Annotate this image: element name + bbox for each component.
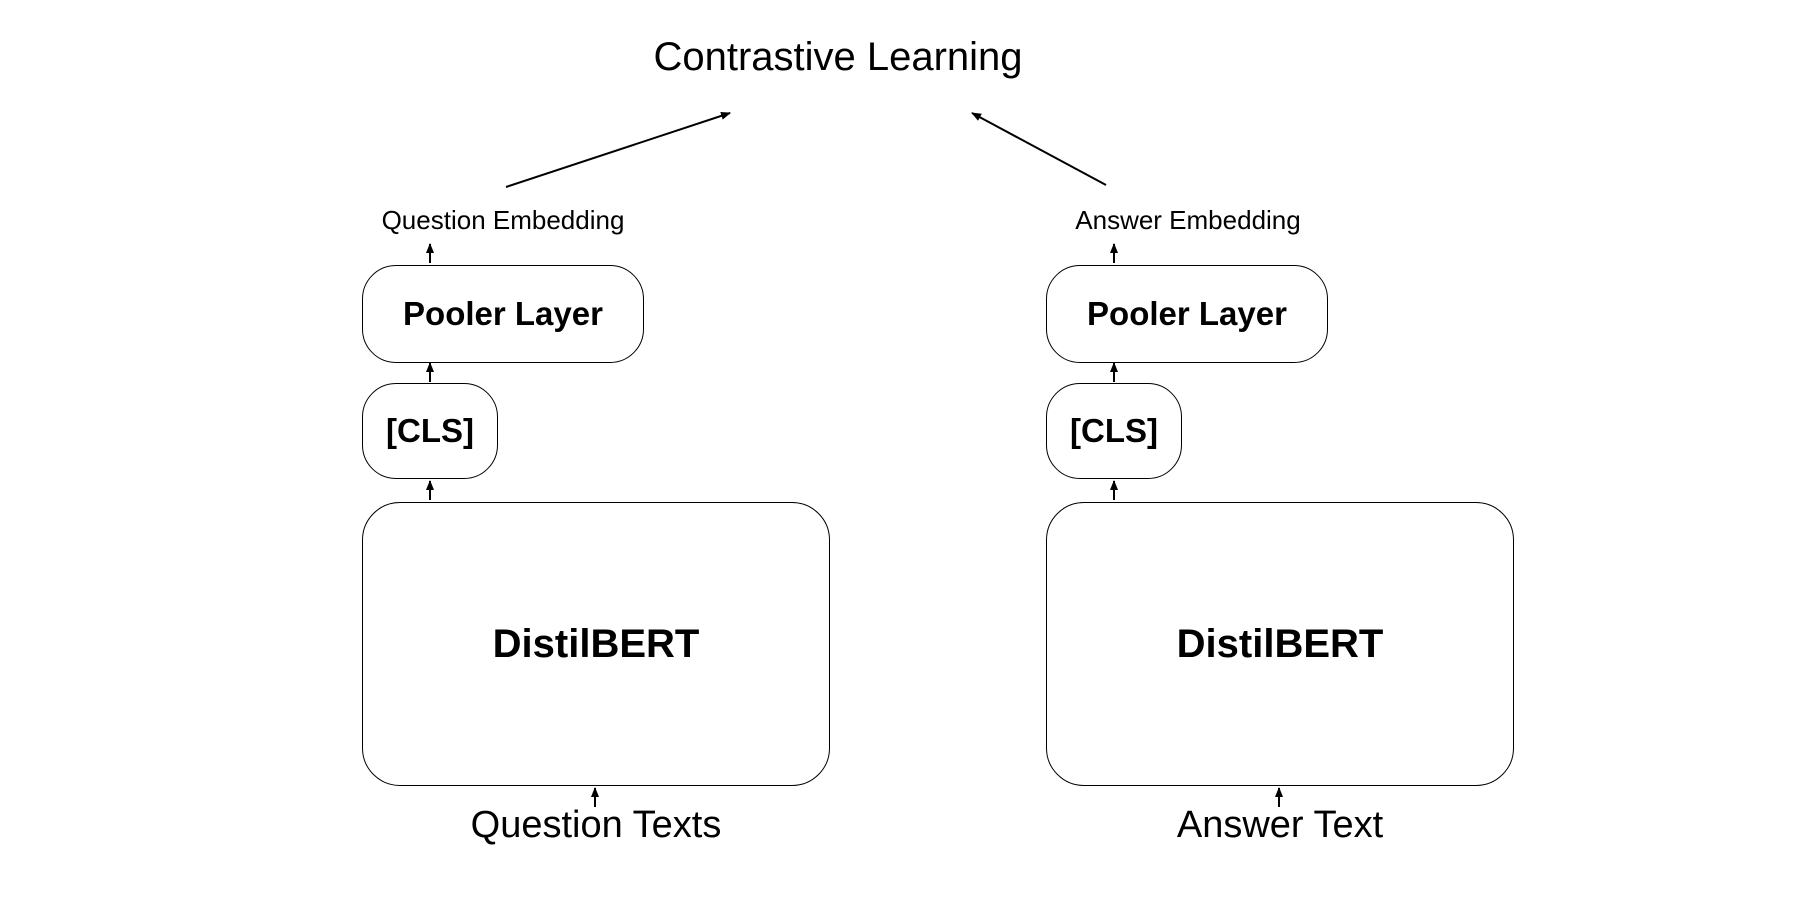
answer-to-contrastive-arrow <box>971 112 1107 186</box>
answer-text-label: Answer Text <box>1176 804 1384 846</box>
diagram-title: Contrastive Learning <box>653 35 1023 79</box>
question-texts-label: Question Texts <box>470 804 722 846</box>
right-cls-box: [CLS] <box>1046 383 1182 479</box>
left-distilbert-box: DistilBERT <box>362 502 830 786</box>
question-to-contrastive-arrow <box>505 112 731 188</box>
answer-embedding-label: Answer Embedding <box>1075 205 1301 235</box>
right-distilbert-box: DistilBERT <box>1046 502 1514 786</box>
right-pooler-layer-box: Pooler Layer <box>1046 265 1328 363</box>
left-pooler-layer-label: Pooler Layer <box>403 295 603 332</box>
right-distilbert-label: DistilBERT <box>1176 621 1384 666</box>
left-pooler-layer-box: Pooler Layer <box>362 265 644 363</box>
question-embedding-label: Question Embedding <box>381 205 625 235</box>
left-cls-box: [CLS] <box>362 383 498 479</box>
left-cls-label: [CLS] <box>386 412 474 449</box>
left-distilbert-label: DistilBERT <box>492 621 700 666</box>
right-cls-label: [CLS] <box>1070 412 1158 449</box>
right-pooler-layer-label: Pooler Layer <box>1087 295 1287 332</box>
